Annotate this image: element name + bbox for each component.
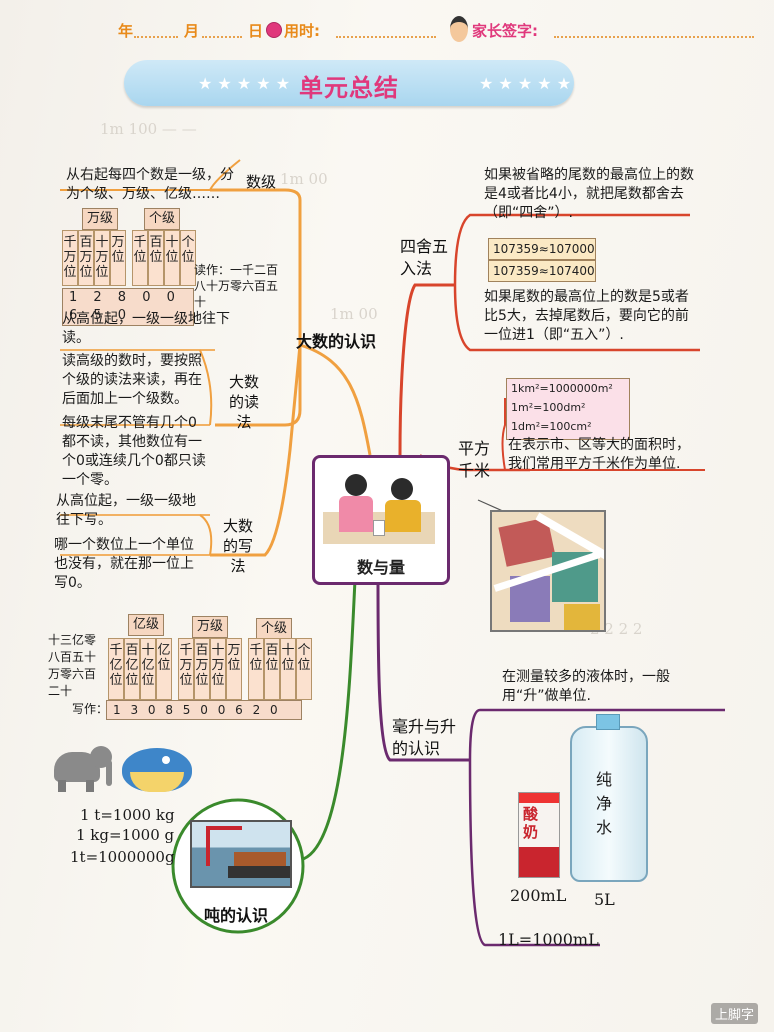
star-icon: ★ ★ ★ ★ ★ [479, 74, 572, 93]
place-value-cell: 百 亿 位 [124, 638, 140, 700]
place-value-cell: 百 万 位 [78, 230, 94, 286]
place-value-cell: 千 万 位 [178, 638, 194, 700]
place-value-cell: 十 位 [280, 638, 296, 700]
read-rule-1: 从高位起，一级一级地往下读。 [62, 311, 230, 346]
place-value-cell: 十 万 位 [210, 638, 226, 700]
liter-text: 在测量较多的液体时，一般用“升”做单位. [502, 669, 670, 704]
place-value-cell: 万 位 [226, 638, 242, 700]
place-value-cell: 百 位 [148, 230, 164, 286]
header-dots [202, 36, 242, 39]
level-label: 数级 [246, 173, 277, 191]
center-label: 数与量 [356, 558, 405, 577]
rounding-rule-1: 如果被省略的尾数的最高位上的数是4或者比4小，就把尾数都舍去（即“四舍”）. [484, 167, 694, 221]
title-banner: ★ ★ ★ ★ ★ 单元总结 ★ ★ ★ ★ ★ [124, 60, 574, 106]
center-node: 数与量 [312, 455, 450, 585]
sqkm-formula-1: 1km²=1000000m² [511, 382, 613, 395]
place-value-cell: 百 位 [264, 638, 280, 700]
place-value-cell: 千 位 [248, 638, 264, 700]
volume-200ml: 200mL [510, 886, 567, 905]
ton-conversion-2: 1 kg=1000 g [76, 826, 175, 844]
sqkm-formula-box: 1km²=1000000m² 1m²=100dm² 1dm²=100cm² [506, 378, 630, 440]
group-ge: 个级 [144, 208, 180, 230]
liter-label: 毫升与升的认识 [392, 717, 457, 758]
write-label: 大数的写法 [222, 517, 253, 575]
group-wan: 万级 [82, 208, 118, 230]
water-bottle-image: 纯净水 [570, 714, 648, 882]
place-value-cell: 千 万 位 [62, 230, 78, 286]
city-map-image [490, 510, 606, 632]
header-parent-sign: 家长签字: [472, 22, 538, 40]
header-month: 月 [184, 22, 200, 40]
group-yi: 亿级 [128, 614, 164, 636]
liter-conversion: 1L=1000mL [498, 930, 599, 949]
watermark-logo: 上脚字 [710, 1003, 758, 1024]
table1-read-note: 读作：一千二百八十万零六百五十 [194, 263, 279, 309]
place-value-cell: 十 万 位 [94, 230, 110, 286]
place-value-cell: 千 位 [132, 230, 148, 286]
group-wan2: 万级 [192, 616, 228, 638]
header-year: 年 [118, 22, 134, 40]
level-text: 从右起每四个数是一级，分为个级、万级、亿级…… [66, 167, 234, 202]
whale-image [122, 738, 198, 794]
children-illustration [323, 464, 435, 544]
yogurt-carton-image: 酸奶 [518, 792, 560, 878]
rounding-example-1: 107359≈107000 [488, 238, 596, 260]
ton-conversion-1: 1 t=1000 kg [80, 806, 175, 824]
table2-word: 十三亿零八百五十万零六百二十 [48, 633, 97, 698]
place-value-cell: 万 位 [110, 230, 126, 286]
rounding-example-2: 107359≈107400 [488, 260, 596, 282]
read-rule-3: 每级末尾不管有几个0都不读，其他数位有一个0或连续几个0都只读一个零。 [62, 415, 206, 488]
ton-conversion-3: 1t=1000000g [70, 848, 175, 866]
place-value-cell: 千 亿 位 [108, 638, 124, 700]
place-value-cell: 十 位 [164, 230, 180, 286]
write-rule-2: 哪一个数位上一个单位也没有，就在那一位上写0。 [54, 537, 194, 591]
sqkm-text: 在表示市、区等大的面积时，我们常用平方千米作为单位. [508, 437, 690, 472]
place-value-cell: 个 位 [296, 638, 312, 700]
clock-icon [266, 22, 282, 38]
place-value-cell: 十 亿 位 [140, 638, 156, 700]
yogurt-label: 酸奶 [523, 805, 539, 841]
header-dots [554, 36, 754, 39]
header-dots [134, 36, 178, 39]
place-value-cell: 亿 位 [156, 638, 172, 700]
table1-digits: 1 2 8 0 0 6 5 0 [62, 288, 194, 326]
page-title: 单元总结 [299, 74, 399, 102]
port-ship-image [190, 820, 292, 888]
star-icon: ★ ★ ★ ★ ★ [198, 74, 291, 93]
sqkm-formula-3: 1dm²=100cm² [511, 420, 592, 433]
branch-big-numbers: 大数的认识 [296, 332, 377, 351]
table2-digits: 1 3 0 8 5 0 0 6 2 0 [106, 700, 302, 720]
sqkm-formula-2: 1m²=100dm² [511, 401, 586, 414]
parent-avatar-icon [450, 16, 468, 42]
rounding-label: 四舍五入法 [400, 237, 449, 278]
group-ge2: 个级 [256, 618, 292, 640]
ton-label: 吨的认识 [204, 906, 269, 925]
table2-write-label: 写作： [72, 702, 109, 716]
elephant-image [46, 742, 116, 792]
read-label: 大数的读法 [228, 373, 259, 431]
write-rule-1: 从高位起，一级一级地往下写。 [56, 493, 196, 528]
header-time-used: 用时: [284, 22, 320, 40]
header-day: 日 [248, 22, 264, 40]
header-dots [336, 36, 436, 39]
place-value-cell: 百 万 位 [194, 638, 210, 700]
sqkm-label: 平方千米 [458, 439, 491, 480]
volume-5l: 5L [594, 890, 615, 909]
read-rule-2: 读高级的数时，要按照个级的读法来读，再在后面加上一个级数。 [62, 353, 202, 407]
water-label: 纯净水 [596, 770, 613, 837]
place-value-cell: 个 位 [180, 230, 196, 286]
rounding-rule-2: 如果尾数的最高位上的数是5或者比5大，去掉尾数后，要向它的前一位进1（即“五入”… [484, 289, 689, 343]
